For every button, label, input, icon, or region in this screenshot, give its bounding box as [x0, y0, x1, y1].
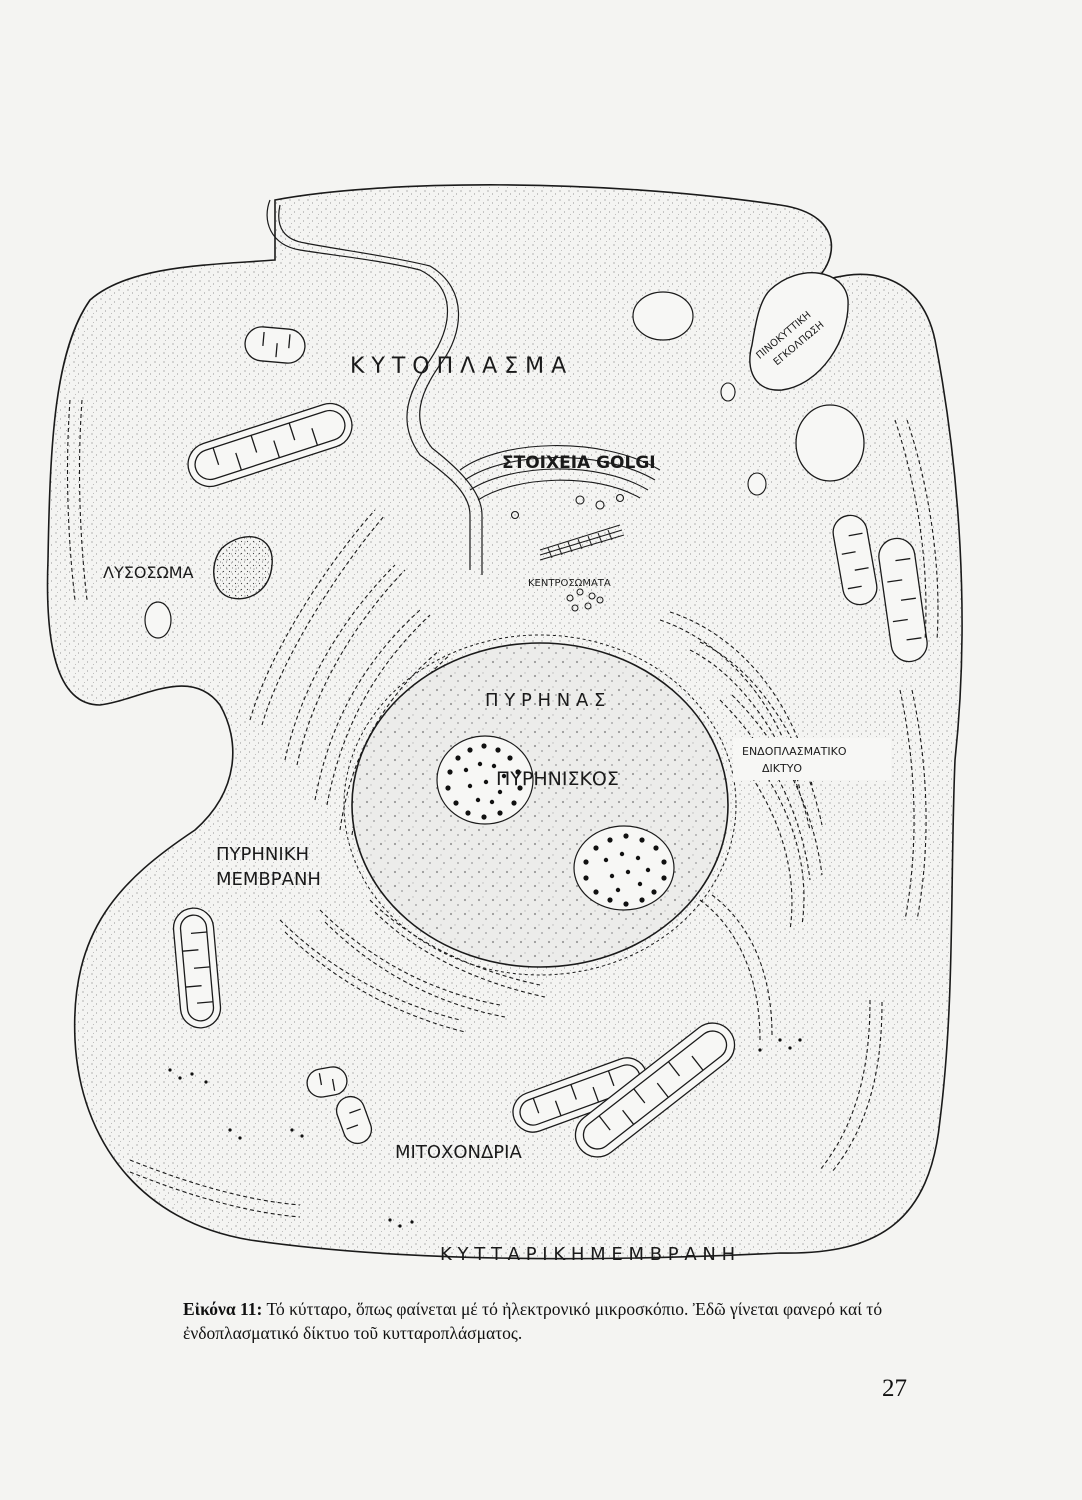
- label-cell-membrane: Κ Υ Τ Τ Α Ρ Ι Κ Η Μ Ε Μ Β Ρ Α Ν Η: [440, 1244, 735, 1265]
- label-lysosome: ΛΥΣΟΣΩΜΑ: [103, 563, 194, 582]
- label-golgi: ΣΤΟΙΧΕΙΑ GOLGI: [502, 453, 656, 473]
- nucleolus-1: [436, 735, 534, 825]
- vacuole: [144, 601, 172, 639]
- er-label-box: [733, 738, 891, 780]
- label-mitochondria: ΜΙΤΟΧΟΝΔΡΙΑ: [395, 1142, 522, 1163]
- lysosome: [213, 536, 273, 600]
- nucleolus-2: [573, 825, 675, 911]
- label-nucleus: Π Υ Ρ Η Ν Α Σ: [485, 690, 605, 711]
- label-nuclear-membrane-line2: ΜΕΜΒΡΑΝΗ: [216, 869, 321, 890]
- mitochondria-group: [172, 326, 928, 1158]
- nuclear-membrane-outer: [343, 634, 737, 976]
- vacuole: [795, 404, 865, 482]
- centrosomes: [539, 524, 625, 612]
- figure-label: Εἰκόνα 11:: [183, 1299, 263, 1319]
- label-er-line1: ΕΝΔΟΠΛΑΣΜΑΤΙΚΟ: [742, 745, 847, 758]
- label-cytoplasm: Κ Υ Τ Ο Π Λ Α Σ Μ Α: [350, 354, 566, 379]
- cytoplasmic-channel-inner: [278, 204, 483, 575]
- cytoplasmic-channel: [266, 199, 471, 570]
- label-centrosomes: ΚΕΝΤΡΟΣΩΜΑΤΑ: [528, 578, 611, 589]
- vacuole: [632, 291, 694, 341]
- vacuole: [747, 472, 767, 496]
- figure-caption: Εἰκόνα 11: Τό κύτταρο, ὅπως φαίνεται μέ …: [183, 1297, 913, 1345]
- label-nucleolus: ΠΥΡΗΝΙΣΚΟΣ: [496, 768, 619, 790]
- golgi-apparatus: [459, 445, 661, 520]
- label-nuclear-membrane-line1: ΠΥΡΗΝΙΚΗ: [216, 844, 309, 865]
- page-number: 27: [882, 1375, 907, 1402]
- pinocytosis-vesicle: [749, 272, 849, 391]
- vacuole: [720, 382, 736, 402]
- label-er-line2: ΔΙΚΤΥΟ: [762, 762, 802, 775]
- caption-text: Τό κύτταρο, ὅπως φαίνεται μέ τό ἠλεκτρον…: [183, 1299, 883, 1343]
- ribosomes: [168, 1038, 802, 1228]
- cell-diagram: Κ Υ Τ Ο Π Λ Α Σ Μ Α ΣΤΟΙΧΕΙΑ GOLGI ΠΙΝΟΚ…: [46, 184, 963, 1265]
